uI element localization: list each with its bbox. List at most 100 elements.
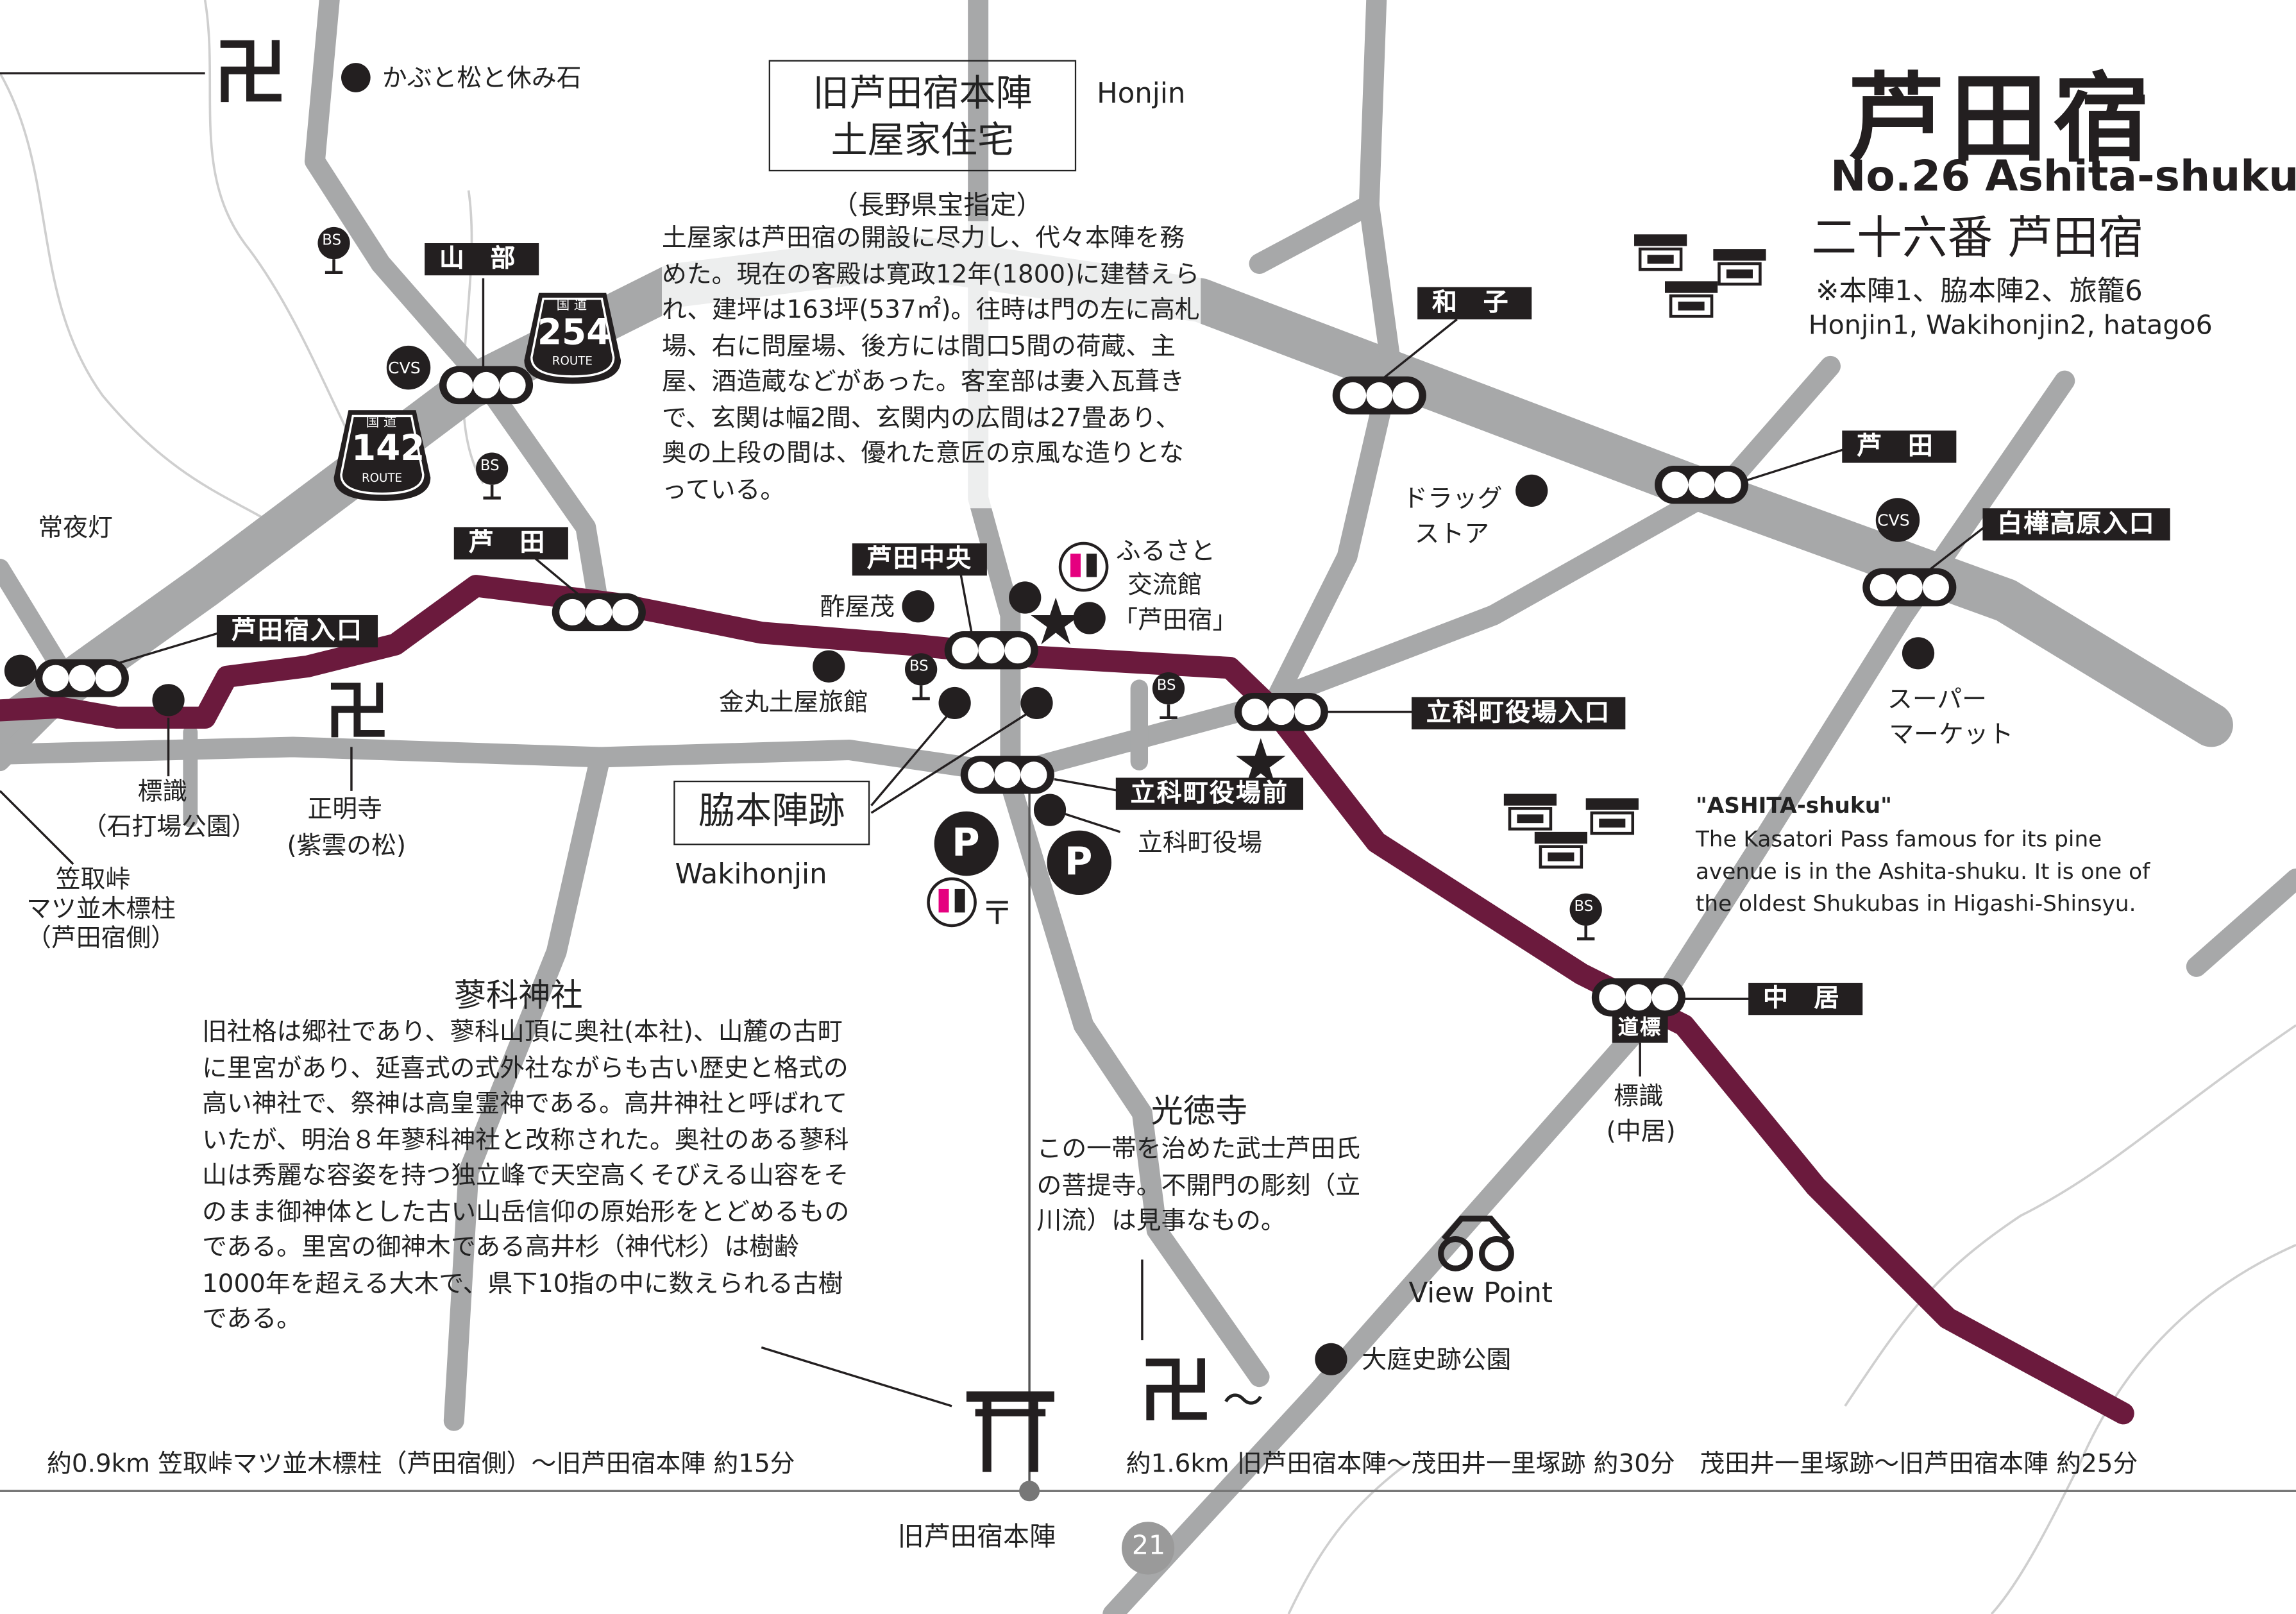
- wave-icon: 〜: [1222, 1377, 1264, 1425]
- kotokuji-title: 光徳寺: [1151, 1094, 1248, 1131]
- hatago-icon: [1713, 249, 1766, 286]
- poi-dot: [938, 686, 971, 720]
- leader-lines: [0, 72, 1985, 1407]
- signal-label-ashita-entrance: 芦田宿入口: [216, 615, 378, 648]
- poi-supermarket-1: スーパー: [1887, 685, 1987, 715]
- signal-label-ashita-center: 芦田中央: [852, 543, 987, 576]
- star-icon: [1031, 597, 1081, 645]
- signal-label-yamabe: 山 部: [425, 243, 539, 276]
- ashita-info-description: The Kasatori Pass famous for its pine av…: [1695, 826, 2150, 917]
- page-title-en: No.26 Ashita-shuku: [1830, 151, 2296, 201]
- poi-drugstore-2: ストア: [1414, 520, 1490, 550]
- wakihonjin-label-box: 脇本陣跡: [673, 780, 870, 845]
- star-icon: [1236, 738, 1286, 785]
- poi-furusato-2: 交流館: [1127, 571, 1203, 601]
- poi-dots: [4, 63, 1935, 1375]
- traffic-signal-icon: [1862, 568, 1957, 607]
- poi-dot: [1009, 581, 1042, 614]
- creek-line: [1844, 1024, 2296, 1407]
- bus-stops: [317, 226, 1602, 940]
- road: [443, 747, 611, 1431]
- route-142-kokudo: 国 道: [366, 416, 397, 431]
- poi-shomyoji-sub: (紫雲の松): [287, 831, 407, 862]
- signal-label-yakuba-mae: 立科町役場前: [1115, 777, 1304, 810]
- bus-stop-label: BS: [1156, 678, 1176, 695]
- bus-stop-label: BS: [322, 233, 342, 250]
- signal-label-yakuba-iriguchi: 立科町役場入口: [1412, 697, 1626, 730]
- convenience-store-icon: [1875, 498, 1920, 542]
- hatago-icon: [1503, 794, 1557, 831]
- signal-label-shirakaba: 白樺高原入口: [1982, 508, 2170, 541]
- road: [2186, 868, 2296, 977]
- traffic-signal-icon: [960, 756, 1054, 794]
- hatago-icon: [1534, 831, 1587, 869]
- creek-line: [203, 0, 353, 440]
- creek-line: [0, 72, 279, 529]
- bus-stop-label: BS: [909, 659, 929, 675]
- route-254-kokudo: 国 道: [556, 298, 587, 314]
- poi-sakaya: 酢屋茂: [820, 593, 895, 623]
- parking-label: P: [1064, 840, 1093, 885]
- signals: [35, 366, 1957, 1017]
- parking-icon: [934, 811, 999, 876]
- kotokuji-description: この一帯を治めた武士芦田氏の菩提寺。不開門の彫刻（立川流）は見事なもの。: [1036, 1135, 1361, 1237]
- temple-icon: 卍: [1139, 1348, 1213, 1434]
- poi-shomyoji: 正明寺: [307, 795, 382, 825]
- signal-label-ashita-north: 芦 田: [453, 527, 568, 560]
- page-subtitle: 二十六番 芦田宿: [1811, 212, 2144, 266]
- temple-icon: 卍: [325, 675, 390, 750]
- honjin-line2: 土屋家住宅: [831, 118, 1015, 162]
- creek-line: [462, 190, 485, 484]
- poi-kasatori-3: （芦田宿側）: [26, 924, 176, 954]
- bus-stop-icon: [476, 452, 509, 500]
- creek-line: [1990, 1244, 2296, 1614]
- traffic-signal-icon: [552, 593, 646, 632]
- route-254-shield-icon: [524, 293, 621, 384]
- page-number: 21: [1131, 1530, 1166, 1561]
- toilet-icon: [1058, 541, 1109, 592]
- poi-kabuto-matsu: かぶと松と休み石: [382, 64, 582, 94]
- poi-dot: [1020, 686, 1053, 720]
- bus-stop-icon: [317, 226, 350, 274]
- parking-label: P: [952, 821, 980, 866]
- leader-line: [1376, 318, 1458, 385]
- poi-hyoshiki-nakai: 標識: [1614, 1082, 1664, 1112]
- poi-hyoshiki-ishiuchiba: 標識: [137, 777, 188, 808]
- poi-dot: [1902, 637, 1935, 670]
- tateshina-shrine-title: 蓼科神社: [453, 978, 583, 1015]
- road: [1249, 194, 1380, 274]
- poi-hyoshiki-nakai-sub: (中居): [1606, 1117, 1676, 1147]
- honjin-en: Honjin: [1097, 78, 1186, 110]
- route-142-shield-icon: [333, 410, 431, 501]
- road: [1263, 0, 1402, 713]
- bus-stop-icon: [1152, 672, 1185, 720]
- bus-stop-icon: [1569, 893, 1602, 940]
- leader-line: [0, 790, 74, 865]
- hatago-icon: [1585, 798, 1639, 835]
- traffic-signal-icon: [1234, 692, 1328, 731]
- route-142-number: 142: [351, 427, 425, 469]
- hatago-icon: [1634, 234, 1687, 271]
- page-title: 芦田宿: [1848, 63, 2156, 176]
- route-142-route: ROUTE: [361, 471, 403, 485]
- signal-label-wako: 和 子: [1417, 287, 1532, 319]
- honjin-description: 土屋家は芦田宿の開設に尽力し、代々本陣を務めた。現在の客殿は寛政12年(1800…: [662, 221, 1201, 509]
- traffic-signal-icon: [439, 366, 534, 405]
- ashita-info-title: "ASHITA-shuku": [1695, 792, 1892, 819]
- poi-kasatori-1: 笠取峠: [55, 865, 131, 896]
- binoculars-icon: [1438, 1216, 1514, 1271]
- bus-stop-label: BS: [480, 458, 500, 475]
- traffic-signal-icon: [35, 659, 129, 697]
- bus-stop-label: BS: [1574, 899, 1594, 915]
- poi-dot: [341, 63, 371, 92]
- poi-dot: [4, 654, 37, 687]
- poi-dot: [152, 684, 185, 717]
- page-number-badge: [1121, 1522, 1175, 1575]
- hatago-icons: [1503, 234, 1766, 869]
- poi-supermarket-2: マーケット: [1889, 720, 2014, 750]
- leader-line: [102, 631, 220, 669]
- poi-drugstore-1: ドラッグ: [1403, 484, 1503, 514]
- poi-dot: [902, 590, 934, 623]
- footer-left-route: 約0.9km 笠取峠マツ並木標柱（芦田宿側）〜旧芦田宿本陣 約15分: [47, 1450, 795, 1480]
